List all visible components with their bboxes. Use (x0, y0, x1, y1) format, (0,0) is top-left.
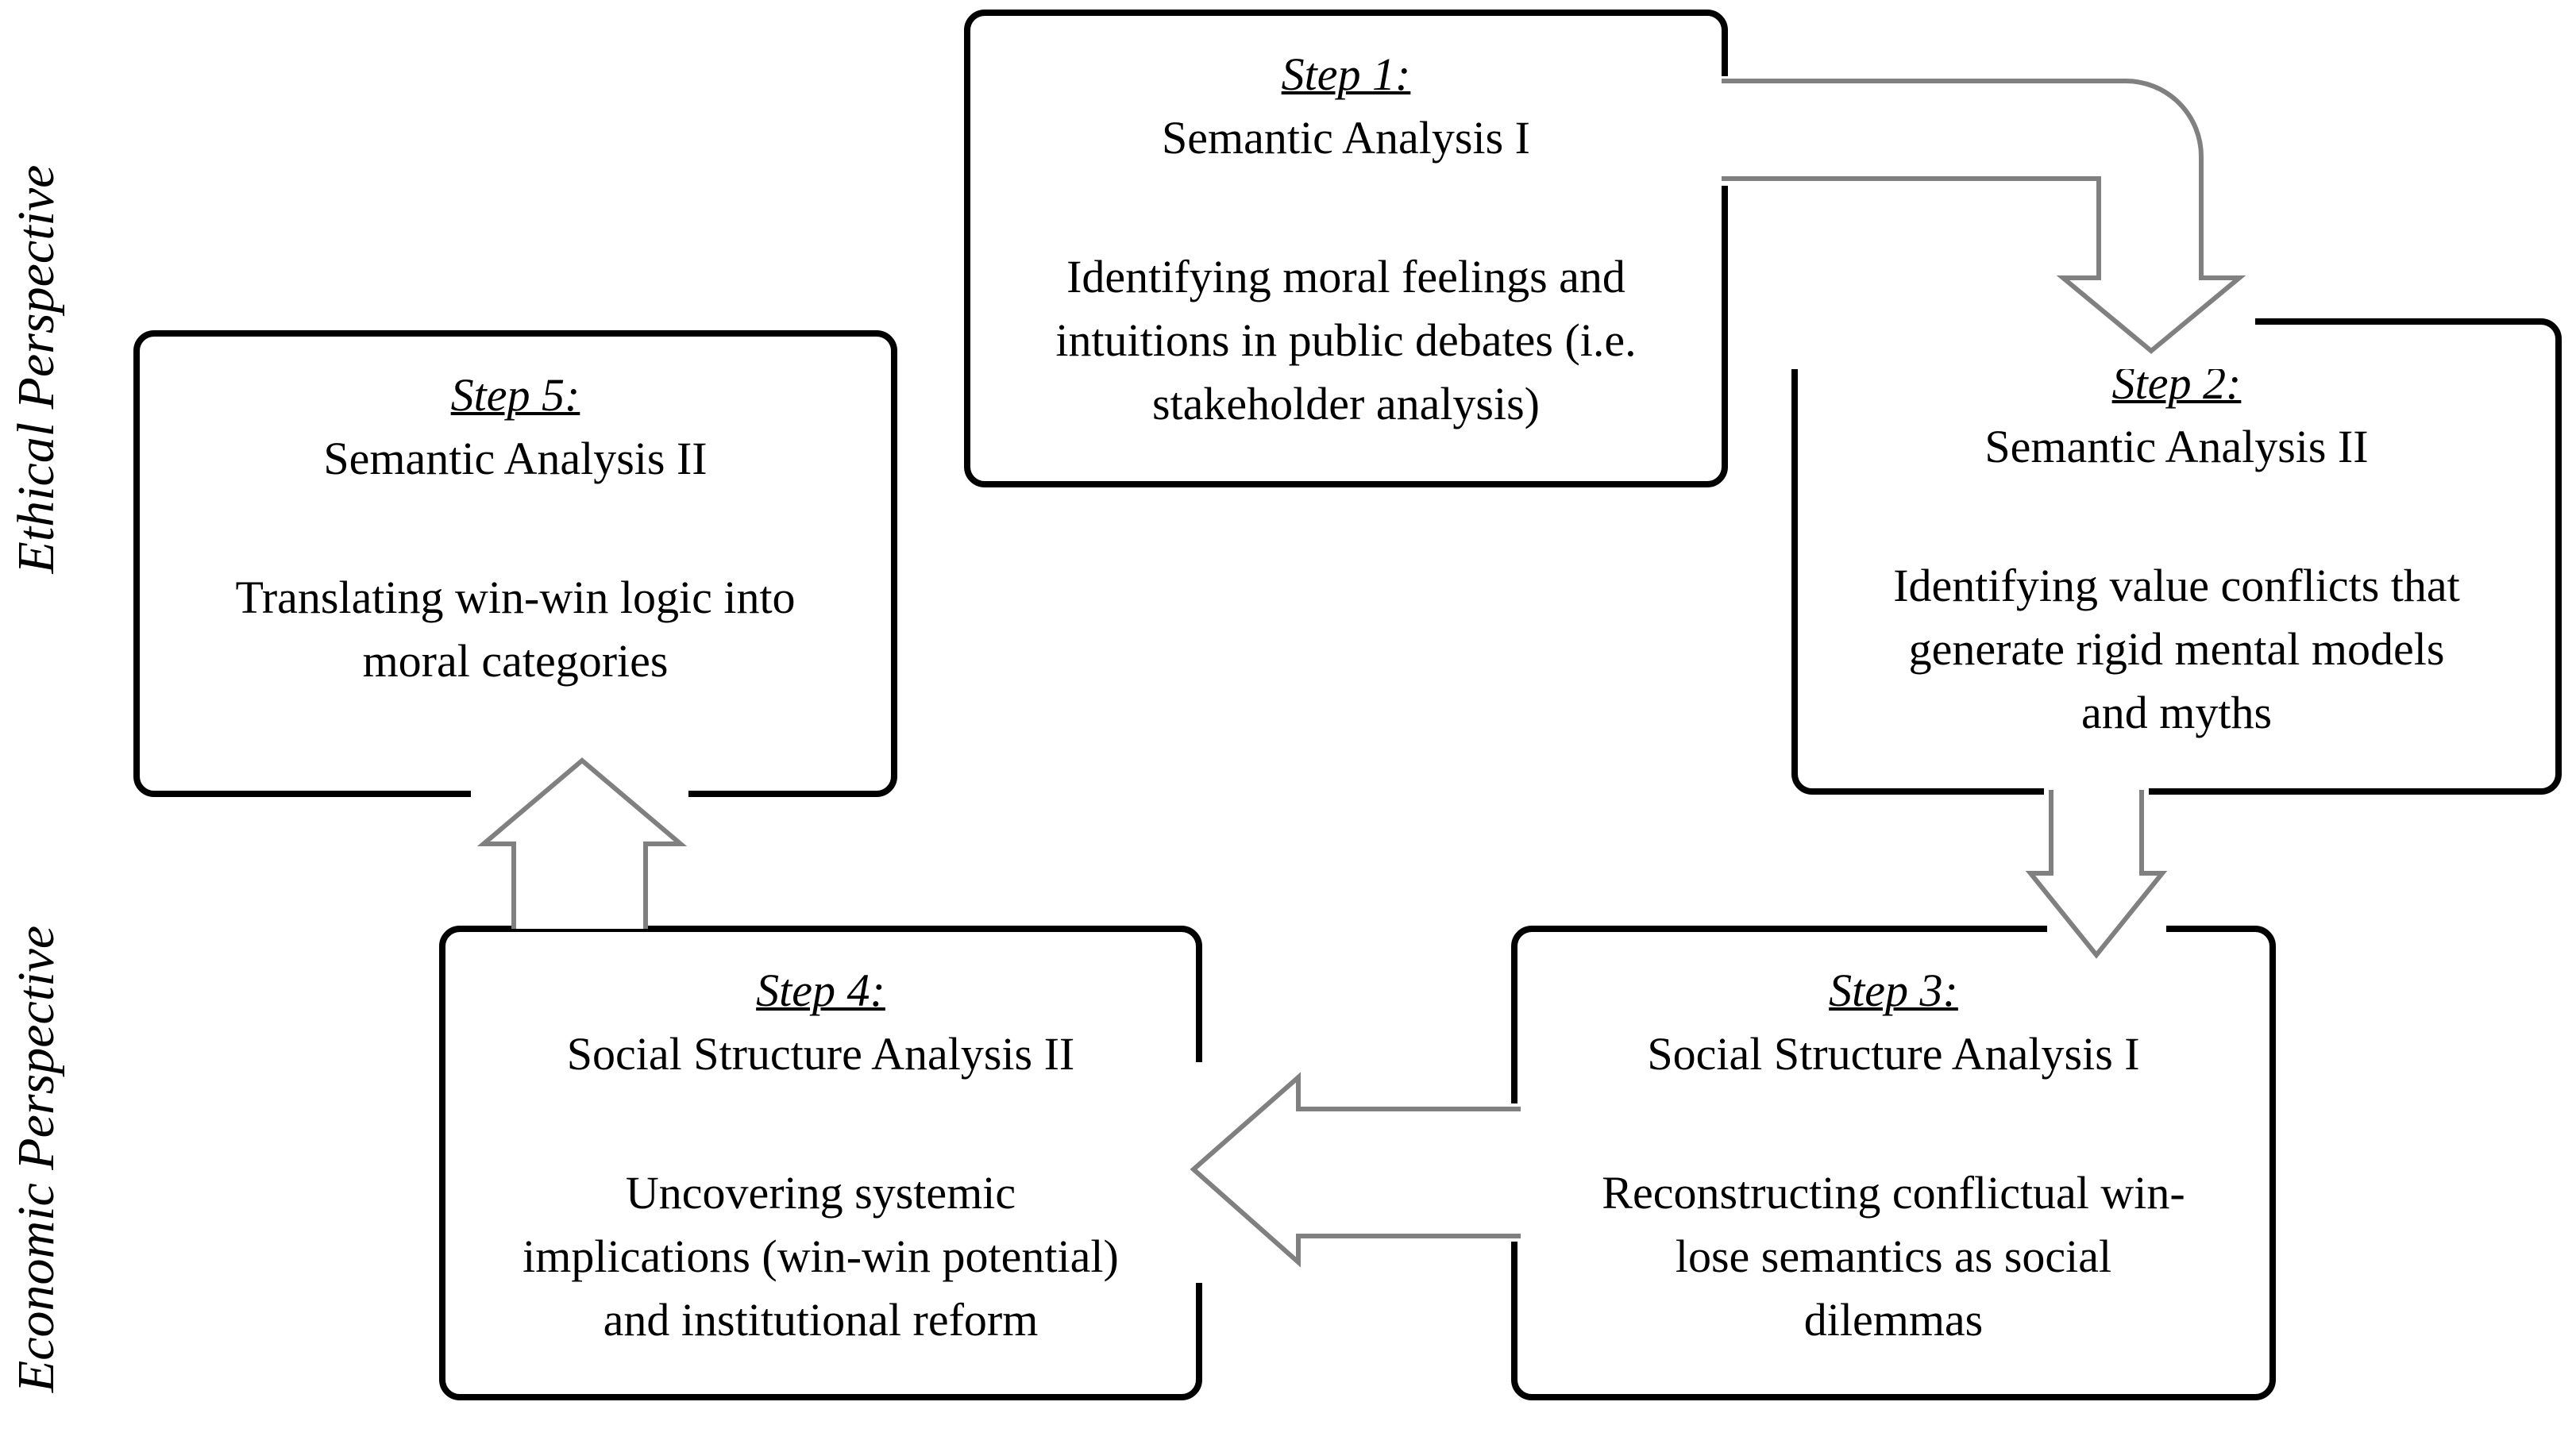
flow-box-step-4: Step 4: Social Structure Analysis II Unc… (439, 926, 1202, 1400)
arrow-step2-to-step3 (2025, 790, 2168, 959)
step-2-title: Semantic Analysis II (1984, 421, 2369, 472)
step-1-title: Semantic Analysis I (1162, 112, 1530, 164)
step-3-description: Reconstructing conflictual win-lose sema… (1602, 1167, 2185, 1346)
step-1-label: Step 1: (1281, 48, 1411, 100)
step-4-label: Step 4: (756, 965, 885, 1016)
step-4-title: Social Structure Analysis II (566, 1028, 1075, 1080)
arrow-step4-to-step5 (476, 757, 688, 929)
flow-box-step-2: Step 2: Semantic Analysis II Identifying… (1791, 318, 2562, 795)
flow-box-step-1: Step 1: Semantic Analysis I Identifying … (964, 10, 1728, 487)
step-3-title: Social Structure Analysis I (1647, 1028, 2140, 1080)
step-5-title: Semantic Analysis II (323, 433, 708, 484)
step-5-label: Step 5: (450, 369, 580, 421)
step-3-label: Step 3: (1829, 965, 1958, 1016)
arrow-step3-to-step4 (1190, 1072, 1521, 1268)
flow-box-step-3: Step 3: Social Structure Analysis I Reco… (1511, 926, 2276, 1400)
arrow-step1-to-step2 (1722, 79, 2246, 354)
flow-box-step-5: Step 5: Semantic Analysis II Translating… (133, 330, 897, 797)
